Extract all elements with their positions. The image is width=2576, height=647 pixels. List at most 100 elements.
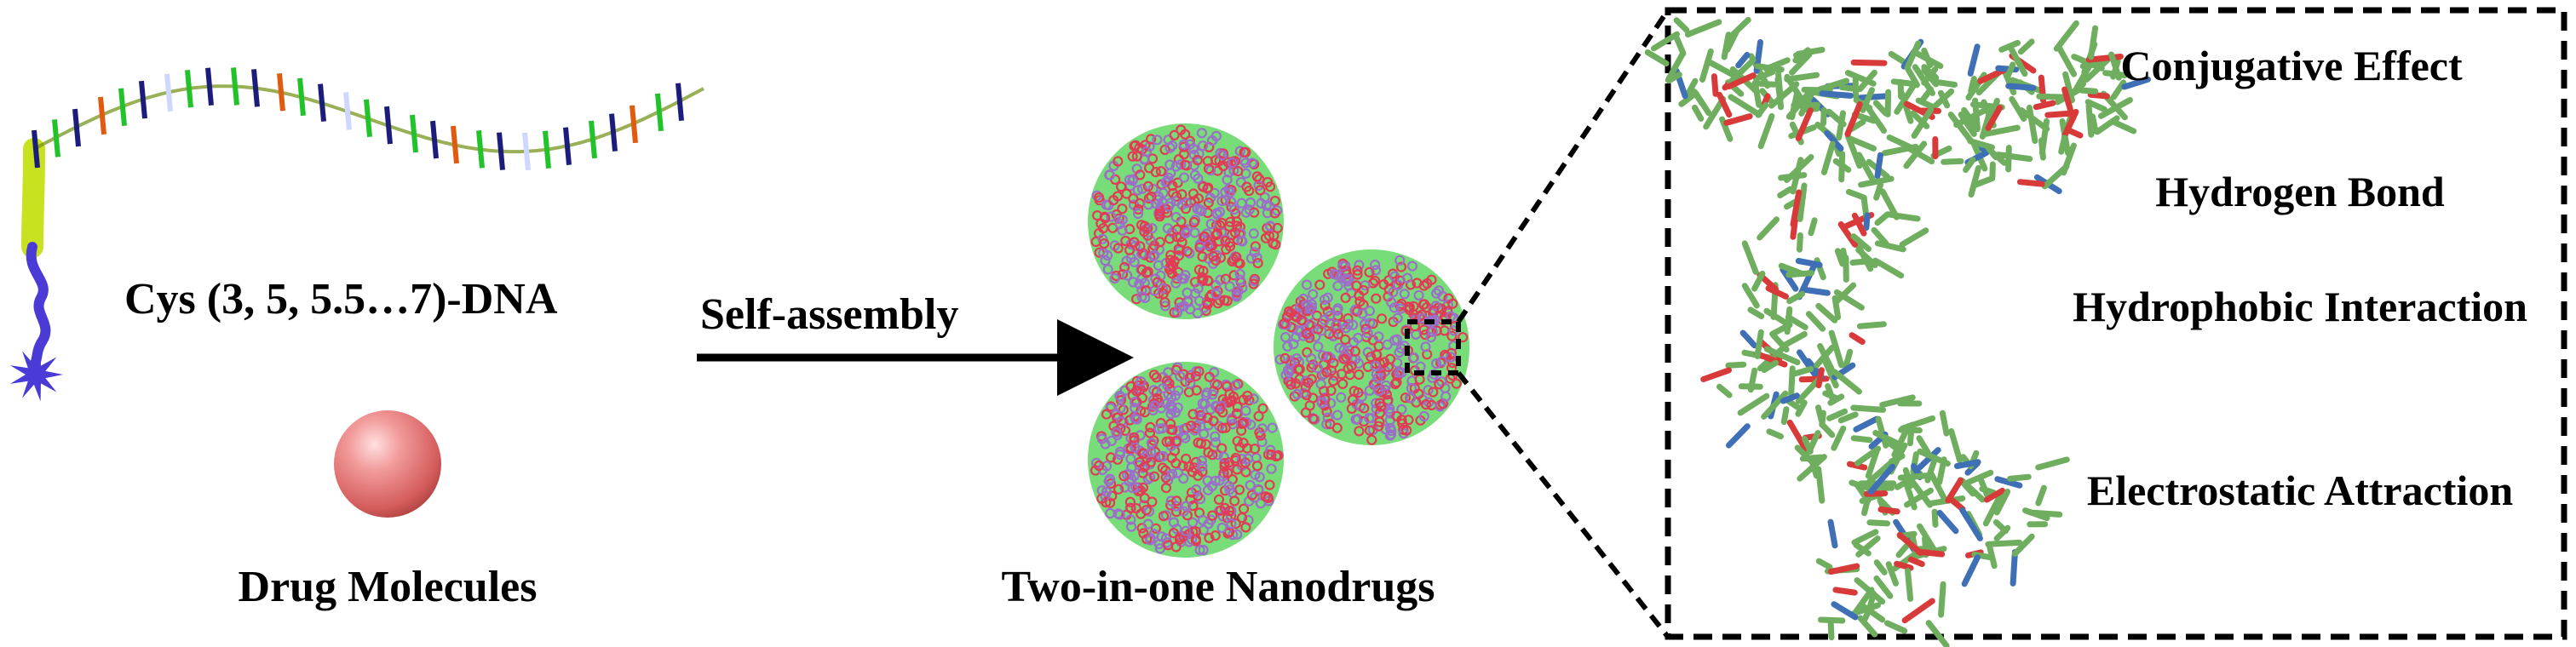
nanoparticle-dot — [1216, 150, 1228, 161]
molecule-bond — [2088, 25, 2099, 60]
nanoparticle-dot — [1227, 157, 1238, 169]
nanoparticle-dot — [1168, 528, 1180, 539]
molecule-bond — [1935, 79, 1958, 88]
nanoparticle-dot — [1223, 457, 1234, 468]
nanoparticle-dot — [1125, 381, 1136, 392]
nanoparticle-dot — [1232, 464, 1243, 475]
molecule-bond — [1915, 447, 1941, 472]
molecule-bond — [1797, 182, 1808, 222]
molecule-bond — [1967, 43, 1981, 77]
nanoparticle-dot — [1199, 232, 1210, 243]
molecule-bond — [2008, 45, 2028, 77]
molecule-bond — [1824, 129, 1844, 152]
molecule-bond — [1873, 575, 1894, 599]
nanoparticle-dot — [1337, 378, 1348, 389]
molecule-bond — [1982, 124, 2021, 137]
nanoparticle-dot — [1139, 226, 1150, 238]
nanoparticle-dot — [1446, 347, 1458, 358]
molecule-bond — [2121, 76, 2151, 90]
nanoparticle-dot — [1231, 289, 1242, 301]
molecule-bond — [1924, 455, 1939, 484]
nanoparticle-dot — [1208, 415, 1219, 427]
nanoparticle-dot — [1302, 377, 1314, 388]
molecule-bond — [1737, 392, 1770, 416]
nanoparticle-dot — [1338, 353, 1350, 364]
nanoparticle-dot — [1132, 209, 1144, 220]
nanoparticle-dot — [1246, 490, 1258, 501]
molecule-bond — [1735, 52, 1751, 69]
molecule-bond — [1915, 97, 1935, 110]
nanoparticle-dot — [1175, 370, 1186, 382]
nanoparticle-dot — [1220, 273, 1231, 284]
nanoparticle-dot — [1131, 151, 1143, 162]
molecule-bond — [1727, 57, 1757, 86]
nanoparticle-dot — [1220, 236, 1231, 247]
nanoparticle-dot — [1222, 175, 1233, 186]
nanoparticle-dot — [1176, 189, 1187, 200]
molecule-bond — [1845, 134, 1863, 169]
molecule-bond — [1995, 152, 2033, 163]
nanoparticle-dot — [1096, 433, 1107, 444]
nanoparticle-dot — [1117, 203, 1128, 215]
molecule-bond — [1754, 351, 1788, 368]
molecule-bond — [1672, 33, 1687, 57]
molecule-bond — [1765, 285, 1789, 300]
nanoparticle-dot — [1124, 496, 1136, 507]
molecule-bond — [1851, 212, 1867, 237]
nanoparticle-dot — [1178, 472, 1189, 484]
nanoparticle-dot — [1164, 378, 1175, 389]
nanoparticle-dot — [1197, 251, 1208, 262]
nanoparticle-dot — [1148, 471, 1160, 482]
molecule-bond — [2010, 548, 2018, 587]
nanoparticle-dot — [1430, 301, 1441, 312]
nanoparticle-dot — [1362, 361, 1374, 372]
nanoparticle-dot — [1236, 512, 1248, 524]
interaction-electrostatic: Electrostatic Attraction — [2061, 465, 2539, 516]
nanoparticle-dot — [1266, 463, 1277, 474]
nanoparticle-dot — [1193, 283, 1204, 294]
nanoparticle-dot — [1118, 471, 1130, 482]
nanoparticle-dot — [1216, 217, 1228, 228]
molecule-bond — [1879, 188, 1900, 220]
nanoparticle-dot — [1183, 461, 1194, 472]
nanoparticle-dot — [1115, 403, 1126, 414]
nanoparticle-dot — [1283, 367, 1295, 378]
nanoparticle-dot — [1105, 478, 1117, 490]
molecule-bond — [1879, 394, 1916, 408]
nanoparticle-dot — [1386, 297, 1397, 308]
nanoparticle-dot — [1160, 482, 1172, 494]
nanoparticle-dot — [1250, 241, 1262, 252]
nanoparticle-dot — [1214, 206, 1226, 218]
nanoparticle-dot — [1343, 363, 1354, 375]
molecule-bond — [1820, 355, 1839, 389]
nanoparticle-dot — [1313, 341, 1324, 352]
nanoparticle-dot — [1101, 249, 1113, 261]
molecule-bond — [1834, 248, 1846, 267]
dna-bases — [32, 67, 684, 171]
nanoparticle-dot — [1413, 388, 1424, 399]
nanoparticle-dot — [1208, 251, 1219, 262]
nanoparticle-dot — [1214, 475, 1225, 486]
nanoparticle-dot — [1170, 211, 1182, 223]
molecule-bond — [1898, 427, 1923, 433]
nanoparticle-dot — [1446, 330, 1458, 341]
nanoparticle-dot — [1436, 356, 1447, 367]
nanoparticle-dot — [1181, 226, 1192, 238]
nanoparticle-dot — [1101, 409, 1113, 420]
nanoparticle-dot — [1173, 385, 1184, 396]
molecule-bond — [1877, 506, 1900, 515]
dna-base — [630, 105, 638, 144]
nanoparticle-dot — [1174, 302, 1185, 313]
nanoparticle-dot — [1301, 328, 1313, 339]
nanoparticle-dot — [1136, 291, 1147, 302]
molecule-bond — [1747, 306, 1765, 319]
nanoparticle-dot — [1373, 386, 1384, 397]
nanoparticle-dot — [1394, 367, 1405, 378]
nanoparticle-dot — [1280, 369, 1291, 381]
molecule-bond — [1907, 556, 1925, 567]
nanoparticle-dot — [1260, 491, 1271, 502]
nanoparticle-dot — [1401, 272, 1413, 283]
dna-base — [139, 80, 147, 119]
zoom-line-top — [1456, 9, 1670, 324]
molecule-bond — [1751, 271, 1766, 292]
